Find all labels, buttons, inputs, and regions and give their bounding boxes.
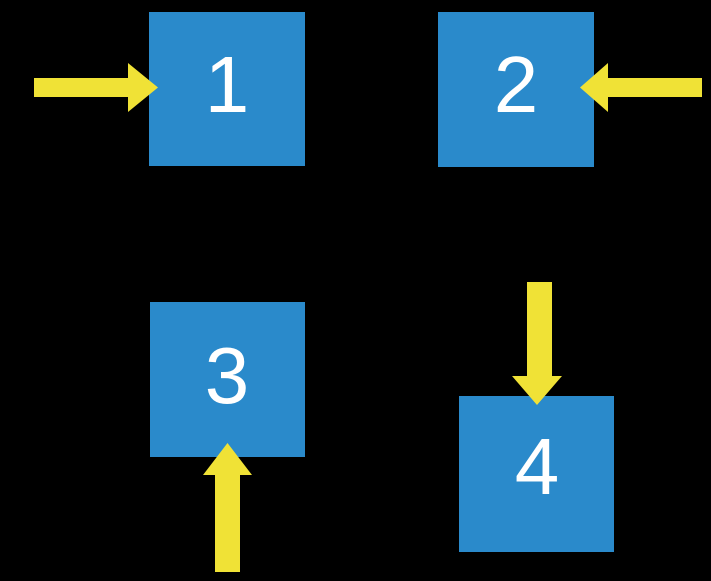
box-4-label: 4 bbox=[515, 422, 560, 511]
arrow-up-icon bbox=[203, 443, 252, 572]
box-1[interactable] bbox=[149, 12, 305, 166]
box-2-label: 2 bbox=[494, 40, 539, 129]
arrow-right-icon bbox=[34, 63, 158, 112]
box-4[interactable] bbox=[459, 396, 614, 552]
arrow-down-icon bbox=[512, 282, 562, 405]
box-3-label: 3 bbox=[205, 331, 250, 420]
arrow-left-icon bbox=[580, 63, 702, 112]
box-3[interactable] bbox=[150, 302, 305, 457]
box-1-label: 1 bbox=[205, 40, 250, 129]
box-2[interactable] bbox=[438, 12, 594, 167]
